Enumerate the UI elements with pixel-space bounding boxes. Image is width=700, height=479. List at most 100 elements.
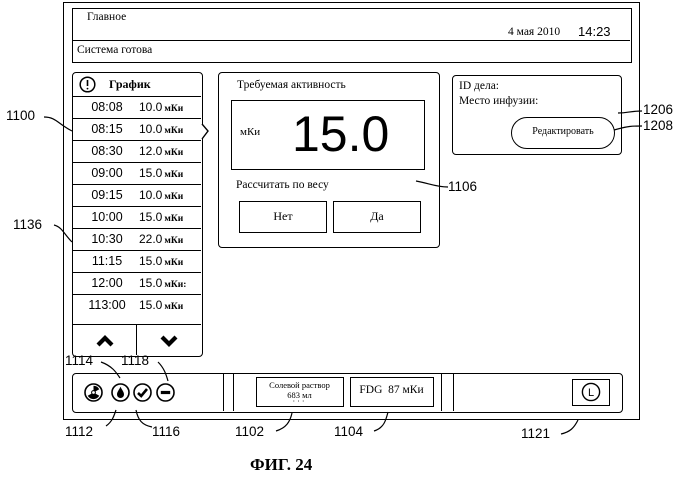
schedule-row-unit: мКи (164, 302, 183, 312)
schedule-row-value: 15.0 (139, 254, 162, 268)
ref-1106: 1106 (448, 179, 477, 194)
minus-circle-icon[interactable] (156, 383, 175, 402)
no-button[interactable]: Нет (239, 201, 327, 233)
schedule-row-value: 10.0 (139, 122, 162, 136)
status-bar: Солевой раствор 683 мл ··· FDG 87 мКи L (72, 373, 623, 413)
no-button-label: Нет (240, 209, 326, 224)
schedule-row-dose: 15.0мКи (139, 254, 183, 268)
schedule-row-value: 15.0 (139, 276, 162, 290)
saline-label: Солевой раствор (257, 380, 342, 390)
edit-button[interactable]: Редактировать (511, 117, 615, 149)
schedule-row-unit: мКи (164, 236, 183, 246)
schedule-row-time: 12:00 (79, 276, 135, 290)
schedule-row[interactable]: 09:15 10.0мКи (73, 184, 201, 206)
schedule-row-value: 15.0 (139, 298, 162, 312)
schedule-row[interactable]: 12:00 15.0мКи: (73, 272, 201, 294)
drop-icon[interactable] (111, 383, 130, 402)
ref-1112: 1112 (65, 424, 93, 439)
activity-display[interactable]: мКи 15.0 (231, 100, 425, 170)
fdg-indicator[interactable]: FDG 87 мКи (350, 377, 434, 407)
schedule-row-unit: мКи: (164, 280, 186, 290)
saline-dots: ··· (257, 397, 342, 406)
schedule-row-unit: мКи (164, 104, 183, 114)
schedule-row[interactable]: 08:1510.0мКи (73, 118, 201, 140)
schedule-row-dose: 15.0мКи (139, 298, 183, 312)
header-divider (73, 40, 630, 41)
schedule-row[interactable]: 10:00 15.0мКи (73, 206, 201, 228)
header-time: 14:23 (578, 24, 611, 39)
edit-button-label: Редактировать (512, 126, 614, 137)
infusion-site-label: Место инфузии: (459, 95, 538, 107)
schedule-row-time: 113:00 (79, 298, 135, 312)
status-icons-group (73, 374, 224, 411)
scroll-down-button[interactable] (137, 324, 201, 355)
radiation-icon[interactable] (84, 383, 103, 402)
schedule-header[interactable]: График (73, 73, 201, 96)
schedule-row[interactable]: 08:08 10.0мКи (73, 96, 201, 118)
schedule-row[interactable]: 09:00 15.0мКи (73, 162, 201, 184)
fluids-group: Солевой раствор 683 мл ··· FDG 87 мКи (233, 374, 442, 411)
ref-1102: 1102 (235, 424, 264, 439)
schedule-row-unit: мКи (164, 126, 183, 136)
clock-l-icon: L (581, 382, 601, 402)
check-circle-icon[interactable] (133, 383, 152, 402)
schedule-row-dose: 10.0мКи (139, 122, 183, 136)
schedule-row-dose: 10.0мКи (139, 188, 183, 202)
schedule-row[interactable]: 10:30 22.0мКи (73, 228, 201, 250)
ref-1118: 1118 (121, 353, 149, 368)
ref-1114: 1114 (65, 353, 93, 368)
schedule-row-dose: 12.0мКи (139, 144, 183, 158)
schedule-row[interactable]: 11:15 15.0мКи (73, 250, 201, 272)
ref-1116: 1116 (152, 424, 180, 439)
schedule-row-unit: мКи (164, 170, 183, 180)
exclamation-circle-icon (79, 76, 96, 93)
scroll-up-button[interactable] (73, 324, 137, 355)
weight-label: Рассчитать по весу (236, 179, 329, 191)
schedule-title: График (109, 77, 151, 92)
case-info-panel: ID дела: Место инфузии: Редактировать (452, 75, 622, 155)
schedule-row-dose: 10.0мКи (139, 100, 183, 114)
schedule-row-value: 22.0 (139, 232, 162, 246)
schedule-row-time: 09:15 (79, 188, 135, 202)
schedule-row-dose: 15.0мКи (139, 166, 183, 180)
schedule-row-unit: мКи (164, 192, 183, 202)
yes-button[interactable]: Да (333, 201, 421, 233)
clock-glyph: L (588, 387, 594, 399)
header-title: Главное (87, 11, 126, 23)
saline-indicator[interactable]: Солевой раствор 683 мл ··· (256, 377, 344, 407)
activity-value: 15.0 (292, 104, 389, 164)
ref-1100: 1100 (6, 108, 35, 123)
chevron-up-icon (95, 334, 115, 348)
ref-1121: 1121 (521, 426, 550, 441)
schedule-row-dose: 22.0мКи (139, 232, 183, 246)
schedule-row-unit: мКи (164, 258, 183, 268)
schedule-row[interactable]: 113:00 15.0мКи (73, 294, 201, 316)
figure-caption: ФИГ. 24 (250, 455, 312, 475)
schedule-row-dose: 15.0мКи (139, 210, 183, 224)
schedule-row-time: 11:15 (79, 254, 135, 268)
clock-group: L (453, 374, 621, 411)
schedule-row-time: 09:00 (79, 166, 135, 180)
schedule-row-value: 10.0 (139, 188, 162, 202)
ref-1104: 1104 (334, 424, 363, 439)
activity-unit: мКи (240, 126, 260, 138)
activity-panel: Требуемая активность мКи 15.0 Рассчитать… (218, 72, 440, 248)
schedule-row-time: 10:00 (79, 210, 135, 224)
system-status: Система готова (77, 44, 152, 56)
schedule-row-value: 10.0 (139, 100, 162, 114)
schedule-panel: График 08:0810.0мКи08:1510.0мКи08:3012.0… (72, 72, 203, 357)
schedule-row-unit: мКи (164, 148, 183, 158)
yes-button-label: Да (334, 209, 420, 224)
clock-button[interactable]: L (572, 379, 610, 406)
chevron-down-icon (159, 334, 179, 348)
ref-1208: 1208 (643, 118, 673, 133)
ref-1206: 1206 (643, 102, 673, 117)
schedule-row-time: 08:08 (79, 100, 135, 114)
schedule-list: 08:0810.0мКи08:1510.0мКи08:3012.0мКи09:0… (73, 96, 201, 316)
schedule-row-time: 08:30 (79, 144, 135, 158)
schedule-row[interactable]: 08:30 12.0мКи (73, 140, 201, 162)
schedule-row-value: 15.0 (139, 166, 162, 180)
schedule-row-value: 15.0 (139, 210, 162, 224)
schedule-row-time: 10:30 (79, 232, 135, 246)
schedule-row-dose: 15.0мКи: (139, 276, 186, 290)
